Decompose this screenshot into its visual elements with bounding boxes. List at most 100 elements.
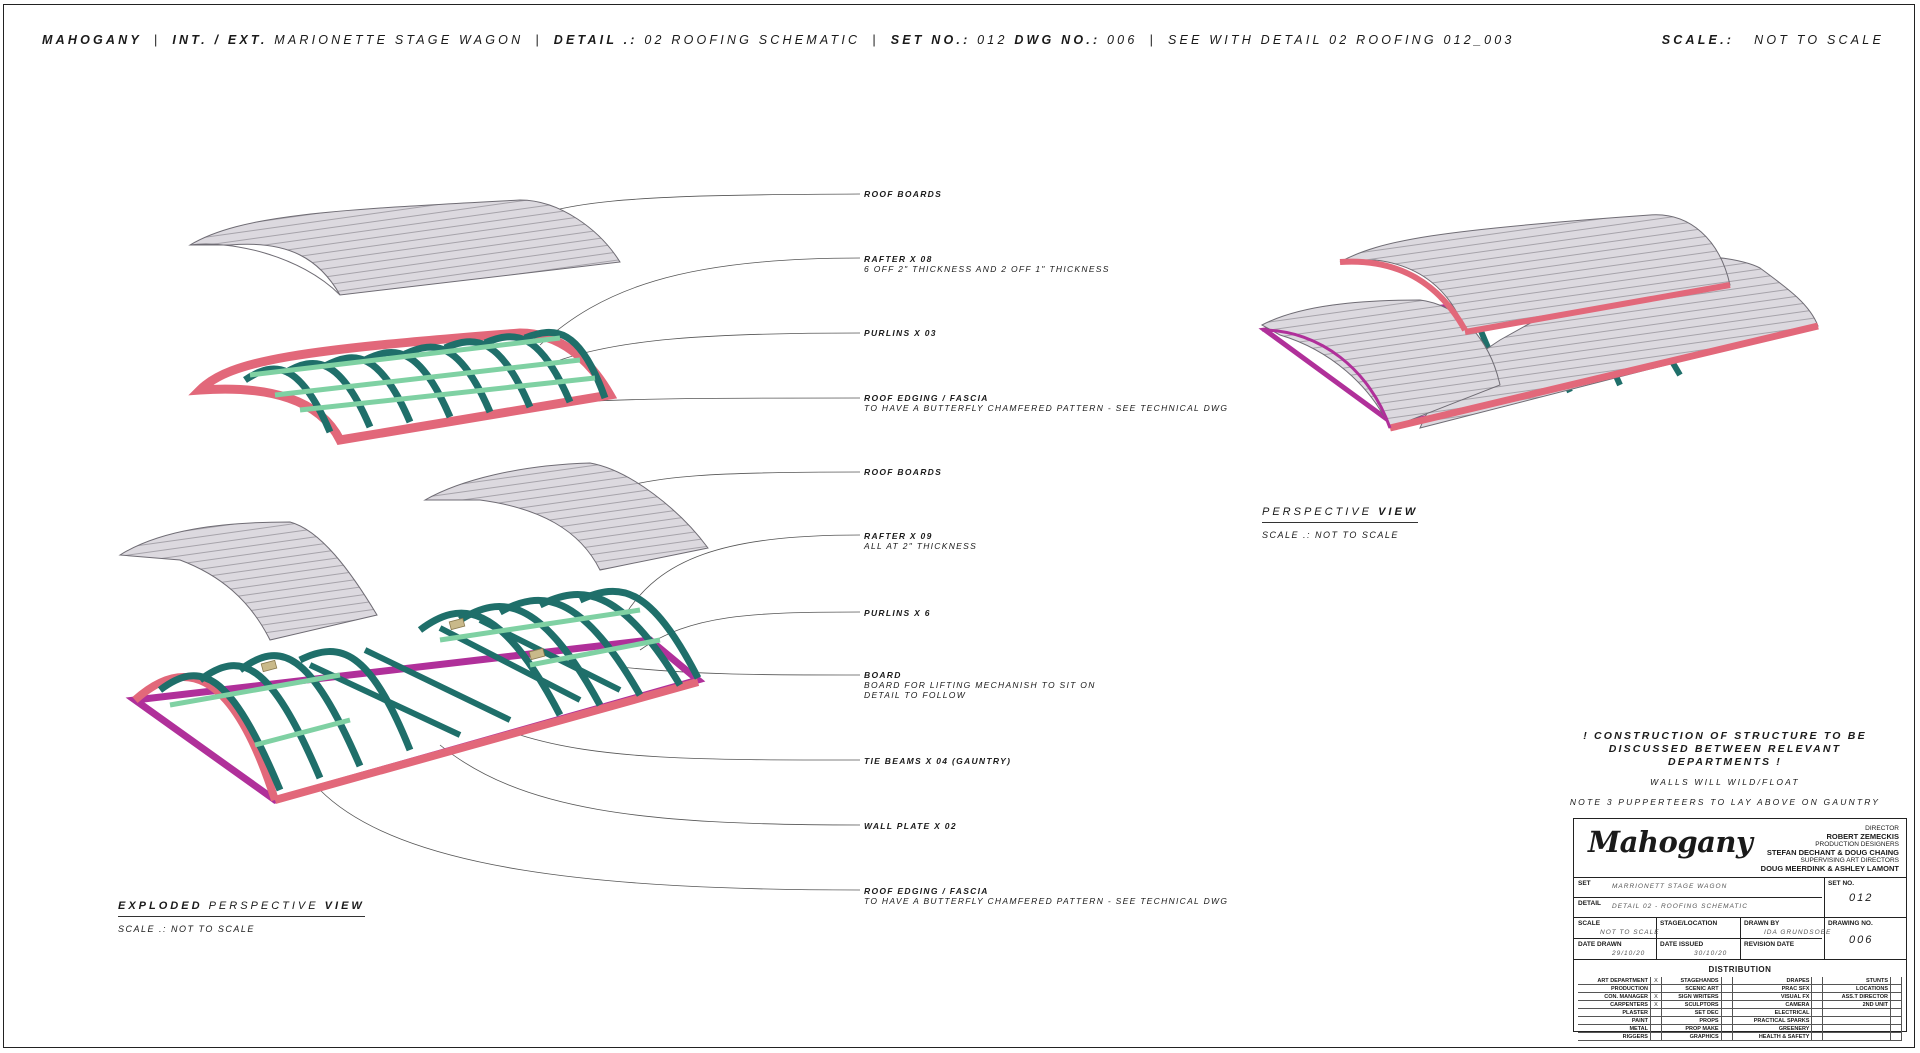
distribution-check [1811, 1024, 1824, 1033]
set-no-label: SET NO.: [890, 33, 971, 47]
distribution-dept: SCENIC ART [1661, 984, 1722, 993]
note-puppeteers: NOTE 3 PUPPERTEERS TO LAY ABOVE ON GAUNT… [1569, 797, 1881, 807]
distribution-dept: ART DEPARTMENT [1578, 977, 1651, 985]
distribution-check [1811, 977, 1824, 985]
distribution-dept [1822, 1008, 1891, 1017]
distribution-check [1650, 1016, 1662, 1025]
header-strip: MAHOGANY|INT. / EXT. MARIONETTE STAGE WA… [42, 33, 1515, 47]
distribution-check [1721, 1008, 1733, 1017]
distribution-check: X [1650, 992, 1662, 1001]
distribution-dept: PRODUCTION [1578, 984, 1651, 993]
distribution-row: PLASTER SET DEC ELECTRICAL [1578, 1008, 1902, 1017]
distribution-dept: STAGEHANDS [1661, 977, 1722, 985]
distribution-check [1650, 1008, 1662, 1017]
distribution-dept: DRAPES [1732, 977, 1813, 985]
distribution-dept: ASS.T DIRECTOR [1822, 992, 1891, 1001]
distribution-dept: PAINT [1578, 1016, 1651, 1025]
scale-label: SCALE.: [1661, 33, 1735, 47]
distribution-check [1721, 984, 1733, 993]
note-walls: WALLS WILL WILD/FLOAT [1650, 777, 1800, 787]
distribution-check [1890, 1032, 1902, 1041]
note-construction-warning: ! CONSTRUCTION OF STRUCTURE TO BE DISCUS… [1583, 730, 1867, 768]
int-ext: INT. / EXT. [172, 33, 268, 47]
drawing-border [3, 4, 1915, 1048]
distribution-dept: GRAPHICS [1661, 1032, 1722, 1041]
detail-label: DETAIL .: [553, 33, 638, 47]
distribution-dept: PRACTICAL SPARKS [1732, 1016, 1813, 1025]
distribution-check [1811, 984, 1824, 993]
distribution-check [1811, 1000, 1824, 1009]
distribution-dept: PROPS [1661, 1016, 1722, 1025]
label-roof-boards-upper: ROOF BOARDS [864, 189, 943, 199]
distribution-check [1650, 1032, 1662, 1041]
distribution-check [1890, 1000, 1902, 1009]
distribution-dept: PLASTER [1578, 1008, 1651, 1017]
distribution-dept: VISUAL FX [1732, 992, 1813, 1001]
label-roof-boards-lower: ROOF BOARDS [864, 467, 943, 477]
distribution-check [1721, 992, 1733, 1001]
distribution-check [1721, 1000, 1733, 1009]
label-wall-plate: WALL PLATE X 02 [864, 821, 957, 831]
distribution-dept: CARPENTERS [1578, 1000, 1651, 1009]
distribution-dept: SIGN WRITERS [1661, 992, 1722, 1001]
credits: DIRECTOR ROBERT ZEMECKIS PRODUCTION DESI… [1760, 825, 1899, 873]
distribution-dept [1822, 1016, 1891, 1025]
detail-value: DETAIL 02 - ROOFING SCHEMATIC [1612, 903, 1748, 910]
distribution-dept [1822, 1024, 1891, 1033]
distribution-check [1811, 992, 1824, 1001]
distribution-check [1650, 1024, 1662, 1033]
distribution-dept: 2ND UNIT [1822, 1000, 1891, 1009]
distribution-check [1890, 1024, 1902, 1033]
drawing-no-value: 006 [1849, 934, 1874, 946]
distribution-dept [1822, 1032, 1891, 1041]
distribution-check [1811, 1016, 1824, 1025]
distribution-check [1811, 1032, 1824, 1041]
set-name: MARIONETTE STAGE WAGON [274, 33, 524, 47]
lower-frame [125, 587, 706, 804]
dwg-no-label: DWG NO.: [1014, 33, 1101, 47]
label-purlins-03: PURLINS X 03 [864, 328, 937, 338]
title-block: Mahogany DIRECTOR ROBERT ZEMECKIS PRODUC… [1573, 818, 1907, 1041]
distribution-dept: PROP MAKE [1661, 1024, 1722, 1033]
upper-roof-boards [188, 199, 621, 296]
distribution-dept: RIGGERS [1578, 1032, 1651, 1041]
distribution-dept: ELECTRICAL [1732, 1008, 1813, 1017]
upper-frame [188, 328, 618, 445]
lower-right-roof-boards [423, 462, 709, 571]
distribution-check: X [1650, 1000, 1662, 1009]
distribution-check [1890, 984, 1902, 993]
label-purlins-6: PURLINS X 6 [864, 608, 931, 618]
set-value: MARRIONETT STAGE WAGON [1612, 883, 1728, 890]
detail-value: 02 ROOFING SCHEMATIC [644, 33, 861, 47]
distribution-dept: SET DEC [1661, 1008, 1722, 1017]
distribution-dept: GREENERY [1732, 1024, 1813, 1033]
distribution-dept: PRAC SFX [1732, 984, 1813, 993]
lower-left-roof-boards [118, 521, 378, 641]
distribution-check [1890, 1016, 1902, 1025]
scale-value: NOT TO SCALE [1754, 33, 1884, 47]
distribution-check [1721, 1024, 1733, 1033]
distribution-check [1811, 1008, 1824, 1017]
set-no: 012 [977, 33, 1008, 47]
project-name: MAHOGANY [42, 33, 142, 47]
distribution-row: PAINT PROPS PRACTICAL SPARKS [1578, 1016, 1902, 1025]
distribution-check [1890, 1008, 1902, 1017]
caption-exploded-view: EXPLODED PERSPECTIVE VIEW SCALE .: NOT T… [118, 900, 365, 934]
distribution-check [1721, 977, 1733, 985]
caption-perspective-view: PERSPECTIVE VIEW SCALE .: NOT TO SCALE [1262, 506, 1419, 540]
distribution-check [1721, 1016, 1733, 1025]
distribution-dept: CAMERA [1732, 1000, 1813, 1009]
mahogany-logo: Mahogany [1588, 825, 1753, 859]
